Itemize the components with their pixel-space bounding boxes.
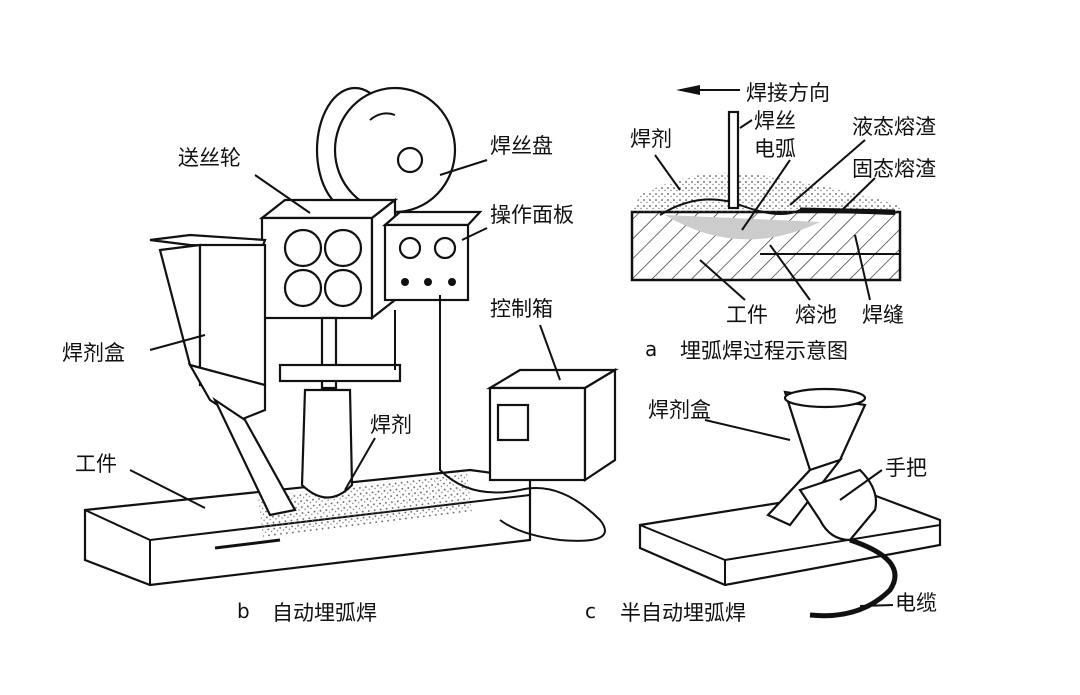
label-operation-panel: 操作面板 (490, 203, 574, 227)
label-flux-hopper-b: 焊剂盒 (62, 341, 125, 365)
label-wire: 焊丝 (754, 109, 796, 133)
label-handle: 手把 (885, 456, 927, 480)
wire-reel (315, 86, 457, 214)
label-liquid-slag: 液态熔渣 (852, 115, 936, 139)
torch-nozzle (300, 388, 354, 499)
feed-wheel (323, 268, 363, 308)
label-wire-reel: 焊丝盘 (490, 134, 553, 158)
label-arc: 电弧 (754, 137, 796, 161)
panel-c-semiautomatic-welder: 焊剂盒 手把 电缆 c 半自动埋弧焊 (585, 387, 942, 625)
caption-letter-b: b (237, 599, 250, 623)
label-flux-hopper-c: 焊剂盒 (648, 398, 711, 422)
label-feed-wheel: 送丝轮 (178, 146, 241, 170)
label-solid-slag: 固态熔渣 (852, 157, 936, 181)
cable-c (809, 537, 898, 619)
flux-layer (632, 172, 900, 212)
cable-b (439, 295, 606, 542)
flux-hopper-b (149, 233, 297, 517)
caption-b: 自动埋弧焊 (272, 601, 377, 625)
label-control-box: 控制箱 (490, 297, 553, 321)
operation-panel (382, 210, 483, 302)
feed-wheel (283, 268, 323, 308)
caption-a: 埋弧焊过程示意图 (680, 339, 848, 363)
panel-a-process-schematic: 焊接方向 焊丝 电弧 焊剂 液态熔渣 固态熔渣 工件 熔池 焊缝 a 埋弧焊过程… (630, 81, 936, 363)
label-welding-direction: 焊接方向 (746, 81, 830, 105)
label-workpiece-a: 工件 (726, 303, 768, 327)
weld-pool (665, 215, 820, 240)
caption-letter-a: a (645, 337, 657, 361)
feed-wheel (323, 228, 363, 268)
panel-b-automatic-welder: 送丝轮 焊丝盘 操作面板 控制箱 焊剂盒 焊剂 工件 b 自动埋弧焊 (62, 86, 619, 625)
feed-wheel (283, 228, 323, 268)
label-cable: 电缆 (895, 591, 937, 615)
torch-bracket (278, 363, 402, 383)
control-box (486, 368, 619, 483)
label-flux-a: 焊剂 (630, 127, 672, 151)
feed-wheel-box (258, 197, 399, 321)
caption-c: 半自动埋弧焊 (620, 601, 746, 625)
direction-arrow (676, 85, 740, 95)
wire-electrode (727, 110, 740, 210)
caption-letter-c: c (585, 599, 596, 623)
label-workpiece-b: 工件 (75, 452, 117, 476)
label-weld-seam: 焊缝 (862, 303, 904, 327)
label-flux-b: 焊剂 (370, 413, 412, 437)
label-weld-pool: 熔池 (795, 303, 837, 327)
